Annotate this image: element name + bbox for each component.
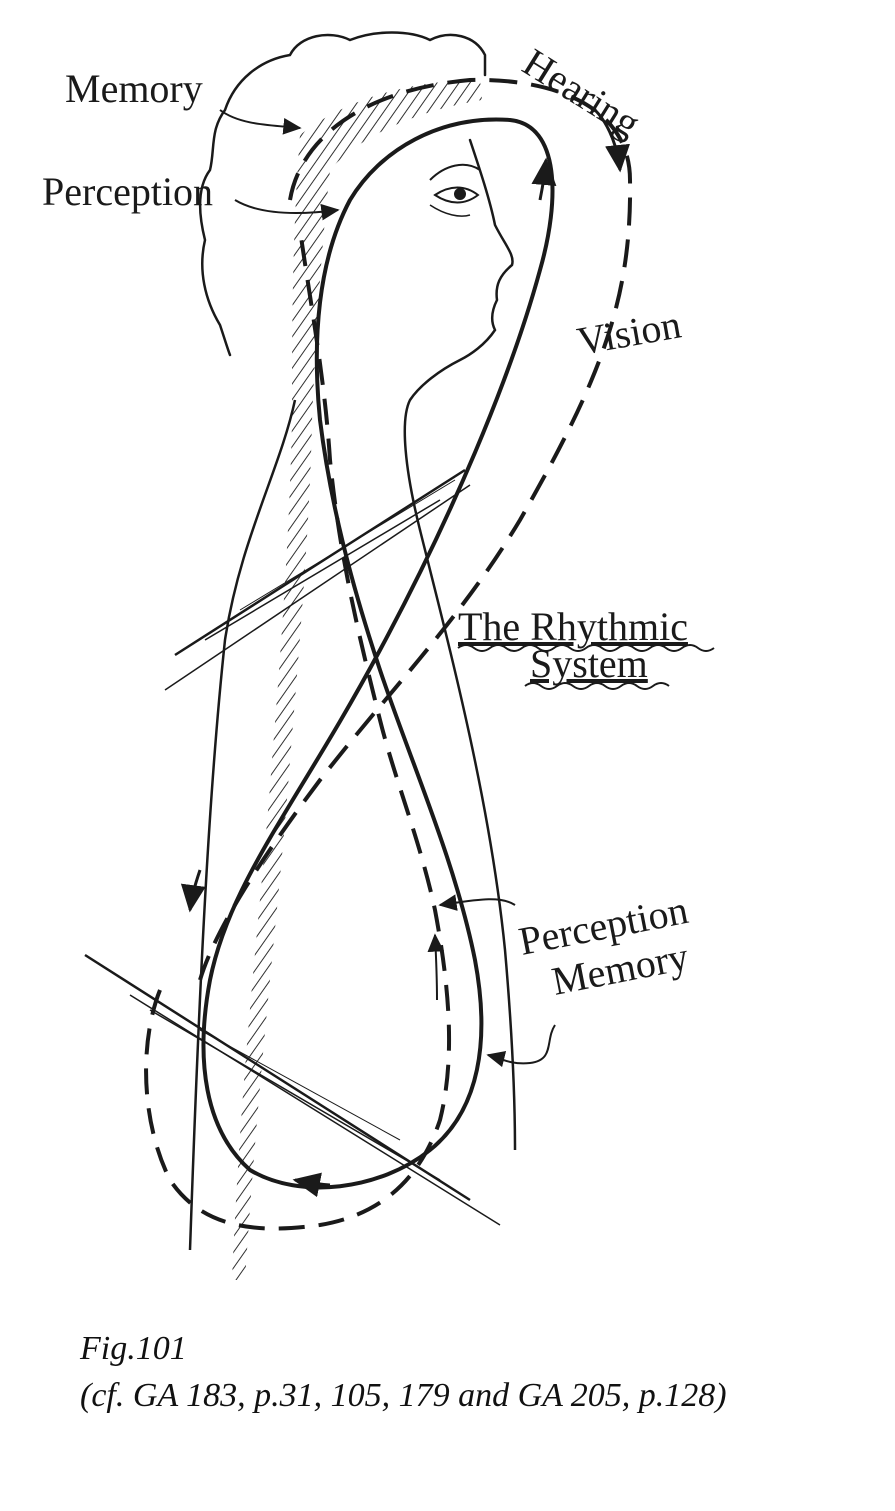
hearing-arrow [593, 108, 630, 173]
front-outline [418, 529, 517, 1151]
cross-strokes-upper [164, 468, 471, 691]
label-memory: Memory [65, 66, 203, 111]
figure-caption-title: Fig.101 [80, 1330, 187, 1367]
loop-arrow-top [531, 157, 557, 201]
lower-dashed-loop [144, 229, 452, 1231]
figure-eight-loop [201, 117, 555, 1190]
cross-strokes-lower [84, 953, 501, 1226]
hatched-band [232, 80, 482, 1280]
hair-outline [198, 31, 487, 357]
perception-memory-pointer-arrow [438, 894, 516, 911]
figure-drawing: Memory Perception Hearing Vision The Rhy… [42, 31, 715, 1280]
figure-caption-reference: (cf. GA 183, p.31, 105, 179 and GA 205, … [80, 1377, 727, 1414]
label-vision: Vision [574, 301, 685, 363]
loop-arrow-left [180, 869, 206, 913]
perception-pointer-arrow [234, 199, 340, 221]
face-profile [403, 138, 514, 532]
back-outline [188, 399, 297, 1251]
memory-pointer-arrow [219, 109, 302, 135]
hearing-dashed-loop [198, 77, 633, 981]
memory-lower-pointer-arrow [486, 1024, 556, 1068]
rhythmic-wavy-underline [457, 644, 715, 690]
label-perception: Perception [42, 169, 213, 214]
label-rhythmic-line2: System [530, 641, 648, 686]
eye-icon [429, 163, 481, 217]
label-rhythmic-line1: The Rhythmic [458, 604, 688, 649]
inner-up-arrow [427, 933, 445, 1001]
loop-arrow-bottom [292, 1172, 331, 1198]
